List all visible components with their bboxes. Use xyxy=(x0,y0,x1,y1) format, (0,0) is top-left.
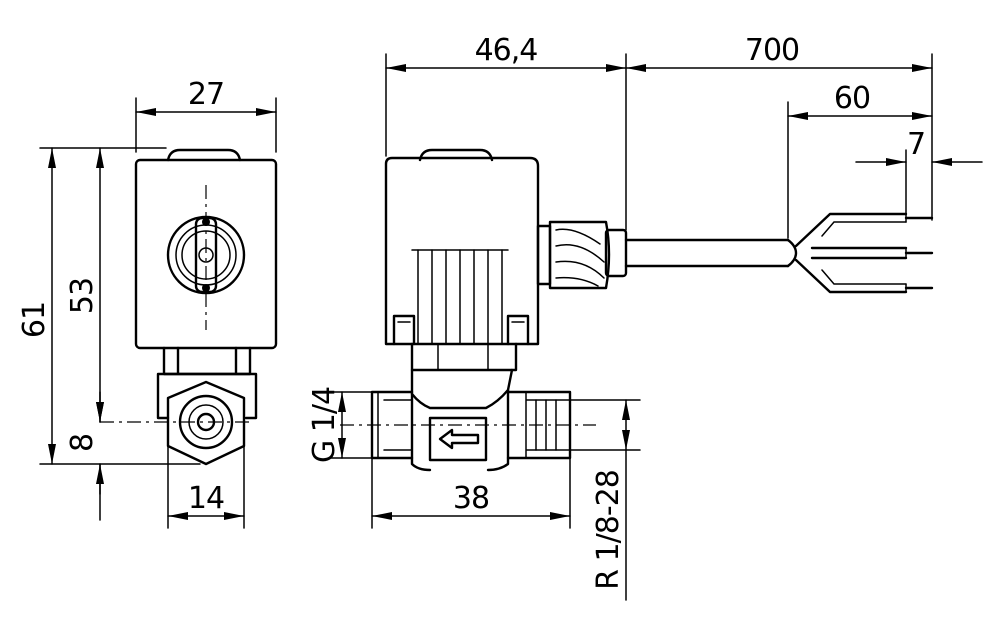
dim-port-thread-right: R 1/8-28 xyxy=(591,470,626,590)
flow-direction-arrow-icon xyxy=(438,428,480,450)
hex-port-icon xyxy=(166,380,246,466)
dim-wire-end: 7 xyxy=(907,127,925,162)
wire-leads xyxy=(794,212,934,294)
front-view: 46,4 700 60 7 G 1/4 38 R 1/8-28 xyxy=(307,33,983,601)
cooling-fins xyxy=(411,249,509,345)
cable-gland-icon xyxy=(536,220,628,290)
dim-total-height: 61 xyxy=(17,302,52,338)
dim-side-width: 27 xyxy=(188,77,224,112)
valve-body xyxy=(370,368,572,472)
dim-strip-length: 60 xyxy=(834,81,870,116)
dim-cable-length: 700 xyxy=(745,33,799,68)
dim-body-to-cable: 46,4 xyxy=(475,33,538,68)
dim-coil-height: 53 xyxy=(65,278,100,314)
side-view: 27 61 53 8 14 xyxy=(17,77,278,529)
dim-port-thread-left: G 1/4 xyxy=(307,387,342,463)
dim-port-offset: 8 xyxy=(65,434,100,452)
dim-body-length: 38 xyxy=(453,481,489,516)
connector-plug-icon xyxy=(166,215,246,295)
dim-hex-size: 14 xyxy=(188,481,224,516)
